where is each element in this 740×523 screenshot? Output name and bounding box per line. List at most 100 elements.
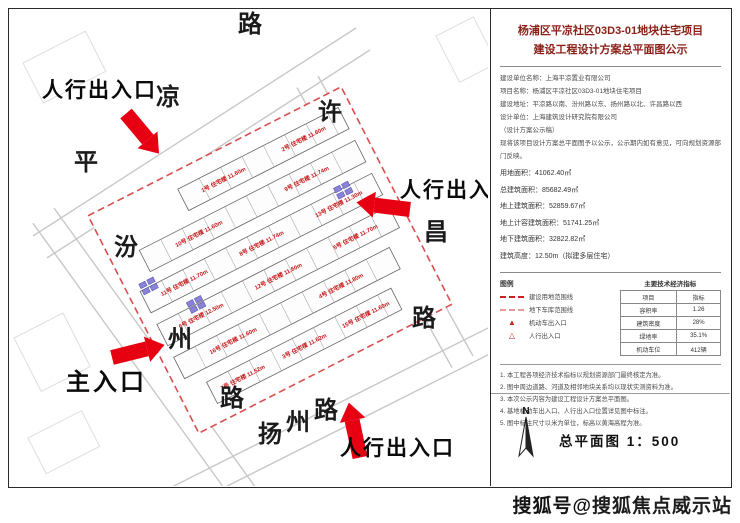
spec-table-cell: 1.26 — [676, 303, 721, 317]
context-block — [435, 16, 488, 84]
existing-structure — [138, 280, 148, 290]
unit-divider — [225, 247, 237, 270]
metric-line: 总建筑面积：85682.49㎡ — [500, 186, 579, 194]
watermark-prefix: 搜狐号@ — [512, 496, 592, 517]
notice-title: 杨浦区平凉社区03D3-01地块住宅项目 建设工程设计方案总平面图公示 — [500, 22, 721, 59]
unit-divider — [344, 270, 356, 292]
unit-divider — [242, 280, 254, 303]
legend-symbol-tri-hollow: △ — [508, 330, 516, 340]
road-label-char: 昌 — [424, 219, 448, 246]
unit-divider — [268, 225, 280, 248]
unit-divider — [331, 152, 343, 174]
legend-label: 地下车库范围线 — [529, 307, 574, 314]
existing-structure — [185, 299, 196, 308]
unit-divider — [246, 236, 259, 259]
context-block — [13, 312, 91, 393]
unit-divider — [370, 215, 382, 237]
legend-item: 地下车库范围线 — [500, 305, 612, 314]
road-edge — [225, 354, 488, 486]
unit-divider — [355, 305, 368, 328]
unit-divider — [241, 156, 254, 178]
unit-divider — [204, 258, 216, 281]
existing-structure — [193, 295, 204, 304]
legend-title: 图例 — [500, 281, 514, 288]
parcel-boundary — [87, 85, 453, 435]
unit-divider — [227, 371, 240, 393]
pedestrian-entrance-label-s: 人行出入口 — [340, 437, 455, 460]
unit-divider — [313, 327, 325, 350]
road-label-char: 许 — [318, 98, 342, 126]
metric-line: 地上建筑面积：52859.67㎡ — [500, 203, 586, 211]
road-label-char: 汾 — [114, 234, 138, 261]
road-label-char: 州 — [286, 409, 310, 436]
road-edge — [32, 27, 357, 237]
spec-table-cell: 28% — [676, 316, 721, 330]
spec-table-header: 指标 — [676, 290, 721, 304]
road-label-char: 凉 — [156, 83, 180, 111]
existing-structure — [149, 282, 159, 292]
existing-structure — [197, 301, 207, 310]
legend-label: 人行出入口 — [529, 333, 561, 340]
legend-and-table: 图例 建设用地范围线地下车库范围线▲机动车出入口△人行出入口 主要技术经济指标 … — [500, 278, 721, 356]
unit-divider — [259, 313, 271, 336]
legend-label: 建设用地范围线 — [529, 294, 574, 301]
unit-divider — [182, 269, 194, 292]
unit-divider — [198, 178, 211, 200]
unit-divider — [216, 335, 228, 358]
unit-divider — [267, 184, 279, 207]
unit-divider — [280, 302, 292, 325]
road-label-char: 路 — [314, 396, 339, 424]
unit-divider — [161, 280, 173, 302]
unit-divider — [291, 338, 304, 361]
scale-label: 总平面图 1：500 — [559, 434, 681, 449]
notice-title-line1: 杨浦区平凉社区03D3-01地块住宅项目 — [517, 25, 704, 37]
spec-table-header: 项目 — [619, 290, 678, 304]
note-line: 4. 基地机动车出入口、人行出入口位置详见图中标注。 — [500, 407, 652, 415]
note-line: 3. 本次公示内容为建设工程设计方案总平面图。 — [500, 395, 633, 403]
main-entrance-label: 主入口 — [66, 369, 147, 396]
context-block — [27, 410, 101, 475]
existing-structure — [333, 184, 343, 194]
unit-divider — [160, 239, 172, 261]
spec-table-cell: 机动车位 — [619, 342, 678, 356]
road-label-char: 扬 — [258, 421, 282, 448]
building-row — [173, 246, 401, 380]
info-line: 项目名称：杨浦区平凉社区03D3-01地块住宅项目 — [500, 88, 642, 96]
unit-divider — [246, 195, 258, 218]
road-edge — [172, 327, 488, 486]
unit-divider — [288, 173, 301, 196]
unit-divider — [310, 162, 322, 185]
legend-symbol-dash-pink — [500, 308, 524, 311]
unit-divider — [365, 259, 378, 281]
legend-symbol-tri-solid: ▲ — [508, 317, 516, 327]
unit-divider — [224, 206, 236, 229]
building-row — [139, 172, 384, 314]
spec-table-cell: 412辆 — [676, 342, 721, 356]
note-line: 2. 图中周边道路、河道及相邻地块关系均以现状实测资料为准。 — [500, 383, 678, 391]
unit-divider — [263, 145, 275, 168]
existing-structure — [146, 276, 156, 285]
spec-table-cell: 绿地率 — [619, 329, 678, 343]
road-edge — [32, 222, 224, 486]
metric-line: 地上计容建筑面积：51741.25㎡ — [500, 219, 600, 227]
legend-list: 建设用地范围线地下车库范围线 ▲机动车出入口 △ 人行出入口 — [500, 292, 612, 340]
context-block — [22, 30, 107, 104]
legend-symbol-dash-red — [500, 295, 524, 298]
existing-structure — [189, 305, 199, 314]
info-line: 建设地址：平凉路以南、汾州路以东、扬州路以北、许昌路以西 — [500, 101, 682, 109]
north-label: N — [522, 406, 529, 417]
unit-divider — [305, 123, 318, 146]
unit-divider — [203, 217, 215, 240]
existing-structure — [336, 191, 346, 200]
info-panel: 杨浦区平凉社区03D3-01地块住宅项目 建设工程设计方案总平面图公示 建设单位… — [490, 8, 730, 486]
spec-table-cell: 容积率 — [619, 303, 678, 317]
legend-item: ▲机动车出入口 — [500, 318, 612, 327]
road-label-char: 路 — [412, 304, 437, 332]
divider — [491, 393, 730, 394]
existing-structure — [344, 187, 354, 196]
building-row — [138, 139, 367, 273]
pedestrian-entrance-label-e: 人行出入口 — [400, 179, 488, 202]
